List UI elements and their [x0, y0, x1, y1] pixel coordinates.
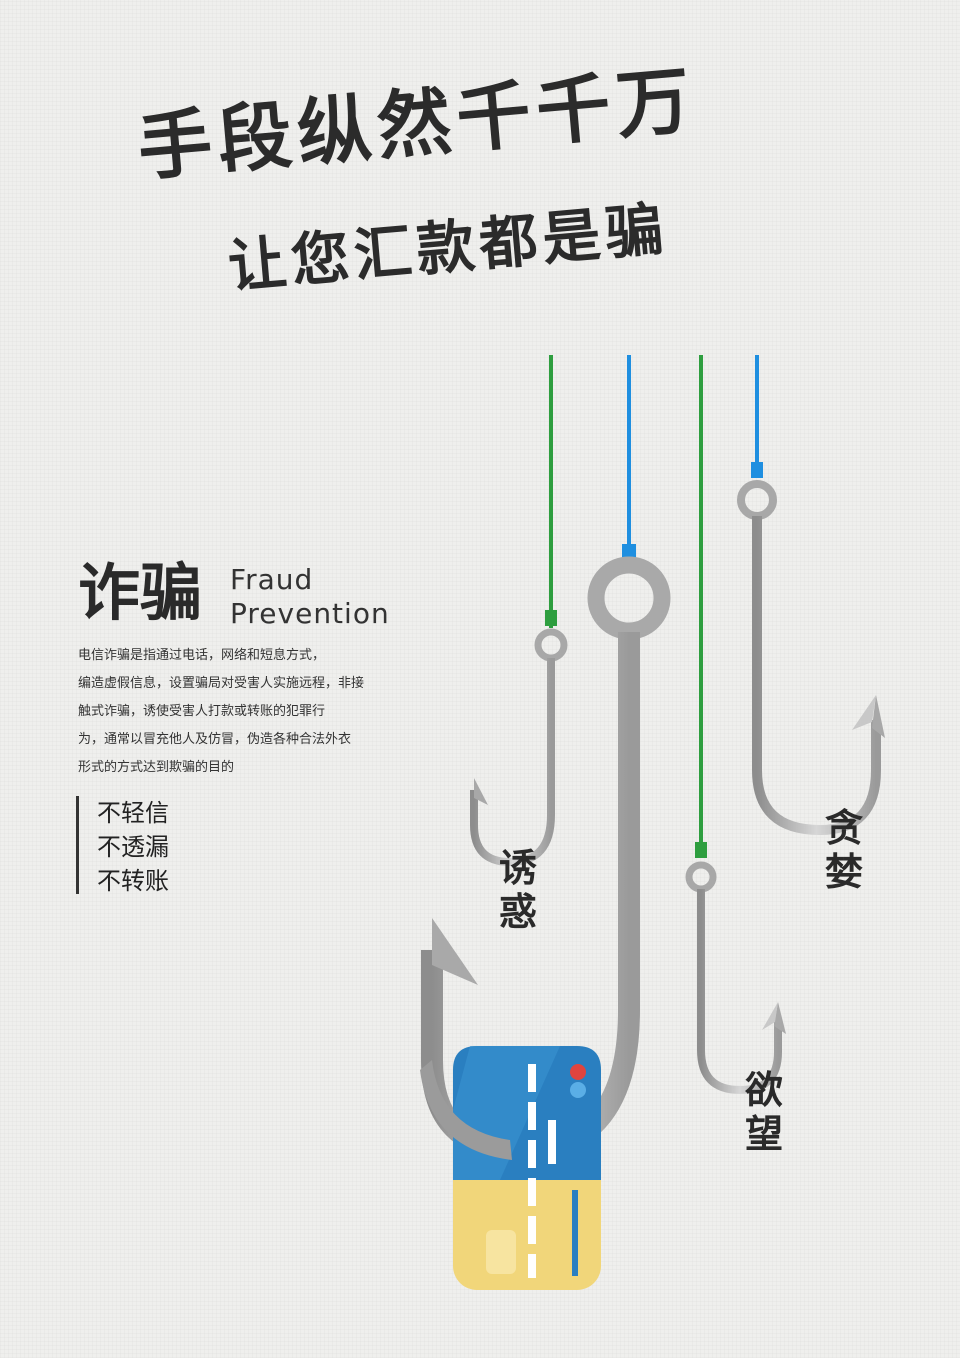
- label-greed-char1: 贪: [824, 806, 863, 850]
- description-line: 为，通常以冒充他人及仿冒，伪造各种合法外衣: [78, 732, 352, 747]
- description: 电信诈骗是指通过电话，网络和短息方式， 编造虚假信息，设置骗局对受害人实施远程，…: [78, 642, 428, 782]
- label-temptation: 诱 惑: [494, 846, 542, 934]
- label-greed-char2: 婪: [824, 850, 863, 894]
- description-line: 形式的方式达到欺骗的目的: [78, 760, 235, 775]
- description-line: 触式诈骗，诱使受害人打款或转账的犯罪行: [78, 704, 326, 719]
- slogan-item: 不轻信: [97, 799, 169, 827]
- slogan-item: 不透漏: [97, 833, 169, 861]
- label-desire-char1: 欲: [744, 1068, 783, 1112]
- label-desire-char2: 望: [744, 1112, 783, 1156]
- title-en-line1: Fraud: [230, 563, 314, 596]
- title-cn: 诈骗: [78, 556, 203, 629]
- bank-card: [453, 1046, 601, 1290]
- hook-greed: [737, 480, 885, 836]
- label-temptation-char2: 惑: [498, 890, 537, 934]
- hook-tip-overlap: [420, 1060, 512, 1160]
- description-line: 电信诈骗是指通过电话，网络和短息方式，: [78, 648, 326, 663]
- title-en-line2: Prevention: [230, 597, 390, 630]
- label-greed: 贪 婪: [820, 806, 868, 894]
- hook-desire: [685, 861, 786, 1095]
- slogan-item: 不转账: [97, 867, 169, 895]
- slogans: 不轻信 不透漏 不转账: [76, 796, 169, 895]
- label-temptation-char1: 诱: [498, 846, 537, 890]
- description-line: 编造虚假信息，设置骗局对受害人实施远程，非接: [78, 676, 365, 691]
- label-desire: 欲 望: [740, 1068, 788, 1156]
- hook-temptation: [470, 628, 568, 867]
- knots: [545, 462, 763, 858]
